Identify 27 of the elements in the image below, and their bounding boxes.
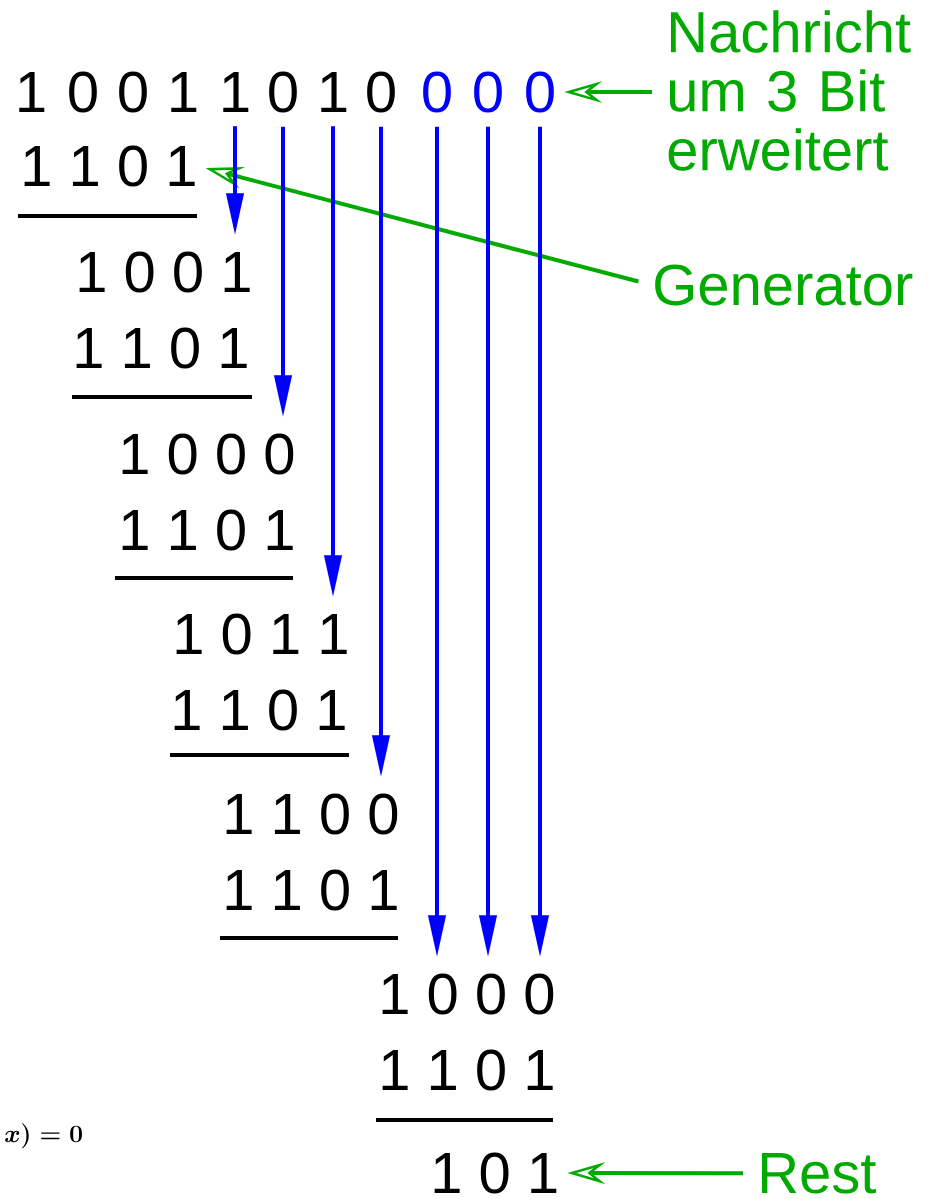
binary-row: 1 1 0 1 [122,509,293,551]
digit: 0 [367,71,395,113]
annotation-text: Rest [761,1153,876,1194]
digit: 0 [474,71,502,113]
digit: 0 [69,71,97,113]
binary-row: 1 1 0 1 [382,1049,553,1091]
binary-row: 1 0 1 [434,1152,557,1194]
binary-row: 1 1 0 1 [76,327,247,369]
annotation-text: Generator [655,264,913,306]
binary-row: 1 0 0 0 [382,973,554,1015]
binary-row: 1 0 1 1 [176,613,347,655]
digit: 1 [19,72,45,112]
digit: 0 [423,71,451,113]
digit: 1 [223,72,249,112]
formula: $x) = 0$ [5,1123,82,1149]
binary-row: 1 1 0 1 [174,689,345,731]
digit: 1 [321,72,347,112]
digit: 0 [269,71,297,113]
digit: 0 [526,71,554,113]
digit: 1 [171,72,197,112]
digit: 0 [119,71,147,113]
annotation-text: Nachricht um 3 Bit erweitert [668,10,911,171]
binary-row: 1 0 0 1 [79,251,250,293]
binary-row: 1 1 0 1 [24,145,195,187]
binary-row: 1 0 0 0 [122,433,294,475]
binary-row: 1 1 0 1 [226,869,397,911]
binary-row: 1 1 0 0 [226,793,398,835]
